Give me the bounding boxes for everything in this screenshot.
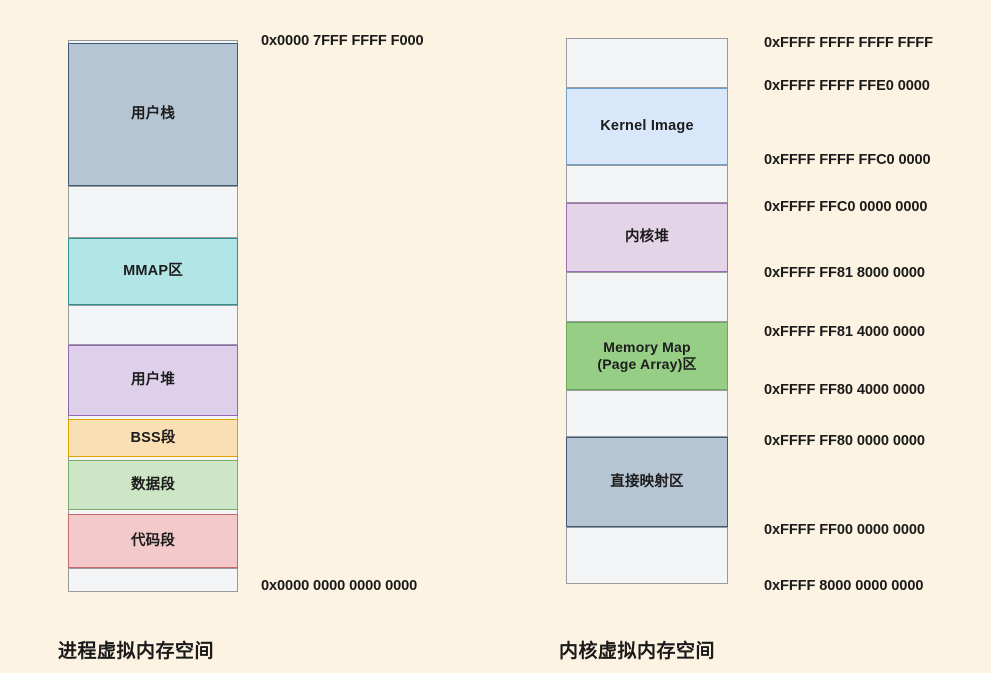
process-bottom-address-label: 0x0000 0000 0000 0000 [261,578,418,594]
kernel-address-label-5: 0xFFFF FF81 4000 0000 [764,324,925,340]
kernel-address-label-7: 0xFFFF FF80 0000 0000 [764,433,925,449]
kernel-address-label-3: 0xFFFF FFC0 0000 0000 [764,199,928,215]
kernel-address-label-2: 0xFFFF FFFF FFC0 0000 [764,152,931,168]
memory-block-gap-1 [68,186,238,238]
kernel-block-gap-bottom [566,527,728,584]
kernel-block-memory-map: Memory Map (Page Array)区 [566,322,728,390]
kernel-address-label-9: 0xFFFF 8000 0000 0000 [764,578,924,594]
kernel-address-label-8: 0xFFFF FF00 0000 0000 [764,522,925,538]
process-top-address-label: 0x0000 7FFF FFFF F000 [261,33,424,49]
memory-block-user-heap: 用户堆 [68,345,238,416]
kernel-address-label-0: 0xFFFF FFFF FFFF FFFF [764,35,933,51]
kernel-block-gap-2 [566,272,728,322]
kernel-block-kernel-image: Kernel Image [566,88,728,165]
kernel-block-kernel-heap: 内核堆 [566,203,728,272]
memory-block-gap-3 [68,568,238,592]
memory-block-bss: BSS段 [68,419,238,457]
kernel-block-gap-top [566,38,728,88]
memory-block-user-stack: 用户栈 [68,43,238,186]
kernel-block-gap-1 [566,165,728,203]
process-column-caption: 进程虚拟内存空间 [58,641,215,662]
kernel-column-caption: 内核虚拟内存空间 [559,641,716,662]
kernel-address-label-6: 0xFFFF FF80 4000 0000 [764,382,925,398]
kernel-block-direct-mapping: 直接映射区 [566,437,728,527]
memory-block-mmap: MMAP区 [68,238,238,305]
memory-block-gap-2 [68,305,238,345]
kernel-block-gap-3 [566,390,728,437]
kernel-address-label-4: 0xFFFF FF81 8000 0000 [764,265,925,281]
memory-block-data-segment: 数据段 [68,460,238,510]
kernel-address-label-1: 0xFFFF FFFF FFE0 0000 [764,78,930,94]
memory-block-text-segment: 代码段 [68,514,238,568]
